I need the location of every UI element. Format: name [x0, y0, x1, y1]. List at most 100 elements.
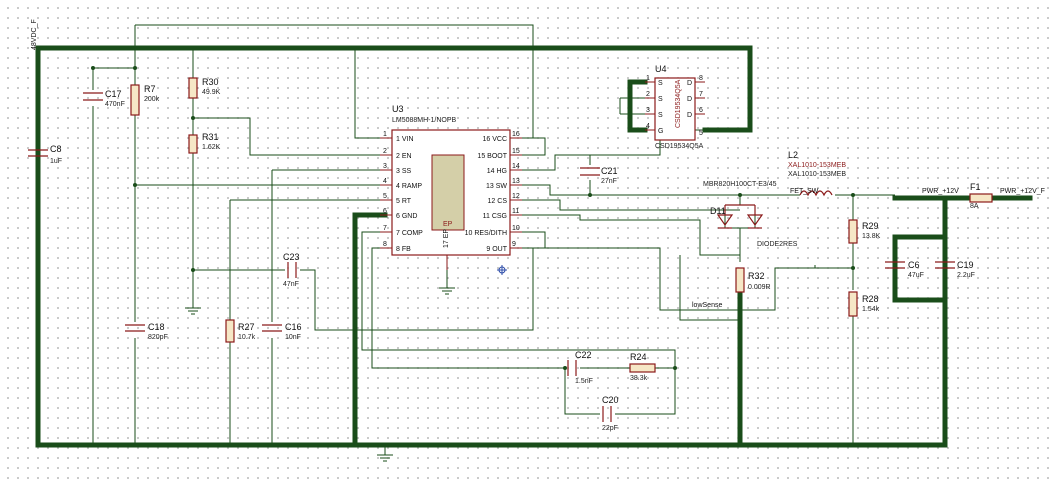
u3-pin-name-4: 4 RAMP: [396, 183, 422, 190]
capacitor-c19[interactable]: [935, 261, 955, 269]
net-label-pwr12: PWR_+12V: [922, 188, 959, 195]
resistor-r29[interactable]: [848, 219, 858, 244]
r31-ref: R31: [202, 132, 219, 142]
c8-ref: C8: [50, 144, 62, 154]
u4-pin-num-2: 2: [646, 91, 650, 98]
net-label-fet: FET_SW: [790, 188, 819, 195]
u4-pin-name-3: S: [658, 112, 663, 119]
resistor-r28[interactable]: [848, 291, 858, 317]
u4-pin-name-8: D: [687, 80, 692, 87]
u3-pin-num-6: 6: [383, 208, 387, 215]
u3-part: LM5088MH-1/NOPB: [392, 117, 457, 124]
mosfet-u4[interactable]: [654, 77, 696, 141]
f1-val: 8A: [970, 203, 979, 210]
r7-ref: R7: [144, 84, 156, 94]
r32-ref: R32: [748, 271, 765, 281]
u3-pin-name-10: 10 RES/DITH: [465, 230, 507, 237]
r7-val: 200k: [144, 96, 160, 103]
u3-pin-num-10: 10: [512, 225, 520, 232]
c16-ref: C16: [285, 322, 302, 332]
fuse-f1[interactable]: [969, 193, 993, 203]
resistor-r30[interactable]: [188, 77, 198, 99]
l2-val2: XAL1010-153MEB: [788, 171, 846, 178]
c23-ref: C23: [283, 252, 300, 262]
u4-ref: U4: [655, 64, 667, 74]
u4-pin-name-7: D: [687, 96, 692, 103]
net-label-vin: 48VDC_F: [31, 19, 38, 50]
u4-pin-num-6: 6: [699, 107, 703, 114]
resistor-r27[interactable]: [225, 319, 235, 343]
ground-symbol-main: [377, 445, 393, 462]
resistor-r31[interactable]: [188, 134, 198, 154]
diode-d11[interactable]: [716, 204, 764, 229]
probe-marker-icon: [497, 265, 507, 275]
u3-pin-name-2: 2 EN: [396, 153, 412, 160]
c17-ref: C17: [105, 89, 122, 99]
resistor-r7[interactable]: [130, 84, 140, 116]
u3-pin-num-12: 12: [512, 193, 520, 200]
capacitor-c6[interactable]: [885, 261, 905, 269]
u4-pin-num-5: 5: [699, 130, 703, 137]
u3-pin-name-9: 9 OUT: [486, 246, 507, 253]
u4-pin-name-1: S: [658, 80, 663, 87]
r27-val: 10.7k: [238, 334, 256, 341]
u4-pin-num-3: 3: [646, 107, 650, 114]
d11-ref: D11: [710, 206, 726, 216]
c21-val: 27nF: [601, 178, 617, 185]
u3-pin-num-9: 9: [512, 241, 516, 248]
u3-pin-num-2: 2: [383, 148, 387, 155]
u4-pin-num-1: 1: [646, 75, 650, 82]
c21-ref: C21: [601, 166, 618, 176]
u3-pin-name-6: 6 GND: [396, 213, 417, 220]
c19-val: 2.2uF: [957, 272, 975, 279]
c20-val: 22pF: [602, 425, 618, 432]
c8-val: 1uF: [50, 158, 62, 165]
u3-pin-num-3: 3: [383, 163, 387, 170]
r27-ref: R27: [238, 322, 255, 332]
u3-pin-num-11: 11: [512, 208, 519, 215]
u3-pin-name-1: 1 VIN: [396, 136, 414, 143]
u4-pin-name-6: D: [687, 112, 692, 119]
capacitor-c8[interactable]: [28, 149, 48, 157]
capacitor-c18[interactable]: [125, 324, 145, 332]
u3-pin17: 17 EP: [443, 229, 450, 248]
r29-val: 13.8K: [862, 233, 881, 240]
u3-pin-num-4: 4: [383, 178, 387, 185]
resistor-r32[interactable]: [735, 267, 745, 293]
c20-ref: C20: [602, 395, 619, 405]
u4-pin-name-4: G: [658, 128, 663, 135]
capacitor-c17[interactable]: [83, 92, 103, 101]
r24-val: 38.3k: [630, 375, 648, 382]
r24-ref: R24: [630, 352, 647, 362]
u3-pin-num-1: 1: [383, 131, 387, 138]
capacitor-c21[interactable]: [580, 167, 600, 176]
inductor-l2[interactable]: [799, 190, 833, 197]
capacitor-c16[interactable]: [262, 324, 282, 332]
signal-wires: [37, 24, 895, 445]
u3-pin-name-7: 7 COMP: [396, 230, 423, 237]
net-label-pwr12f: PWR_+12V_F: [1000, 188, 1045, 195]
f1-ref: F1: [970, 182, 981, 192]
u3-pin-name-3: 3 SS: [396, 168, 412, 175]
c6-ref: C6: [908, 260, 920, 270]
r32-val: 0.009R: [748, 284, 771, 291]
l2-val1: XAL1010-153MEB: [788, 162, 846, 169]
capacitor-c23[interactable]: [287, 262, 297, 278]
resistor-r24[interactable]: [629, 363, 656, 373]
ground-symbol-ep: [439, 270, 455, 295]
ic-u3[interactable]: [391, 129, 511, 270]
r30-ref: R30: [202, 77, 219, 87]
u4-pin-num-7: 7: [699, 91, 703, 98]
l2-ref: L2: [788, 150, 798, 160]
u3-pin-num-7: 7: [383, 225, 387, 232]
u3-pin-num-14: 14: [512, 163, 520, 170]
u3-ep-label: EP: [443, 221, 453, 228]
capacitor-c20[interactable]: [602, 406, 612, 422]
u4-body-label: CSD19534Q5A: [675, 79, 682, 128]
r29-ref: R29: [862, 221, 879, 231]
capacitor-c22[interactable]: [567, 360, 577, 376]
